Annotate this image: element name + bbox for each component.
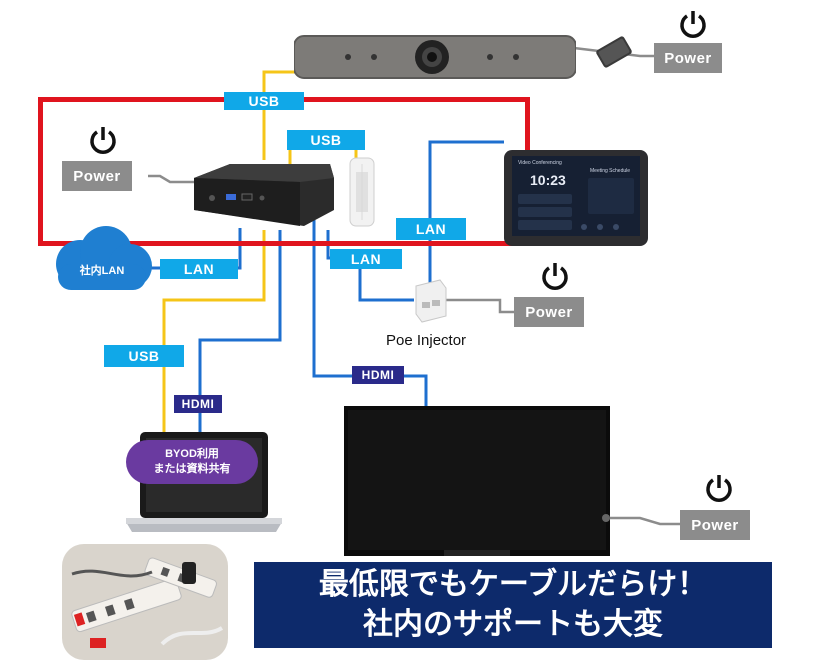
power-cable-pc <box>148 174 196 184</box>
lan-label-right: LAN <box>396 218 466 240</box>
usb-label-left: USB <box>104 345 184 367</box>
tablet-right-title: Meeting Schedule <box>590 168 631 174</box>
usb-cable-camera <box>262 70 296 160</box>
caption-line2: 社内のサポートも大変 <box>363 608 663 641</box>
power-cable-camera <box>573 46 654 58</box>
power-icon <box>90 127 116 154</box>
usb-label-top: USB <box>224 92 304 110</box>
power-icon <box>706 475 732 502</box>
monitor <box>344 406 610 558</box>
usb-label-mid: USB <box>287 130 365 150</box>
power-icon <box>680 11 706 38</box>
hdmi-label-tv: HDMI <box>352 366 404 384</box>
power-strip <box>62 544 228 660</box>
usb-cable-laptop <box>162 230 266 440</box>
power-cable-poe <box>446 298 514 314</box>
cloud-label: 社内LAN <box>79 265 125 277</box>
power-label-tv: Power <box>680 510 750 540</box>
power-cable-tv <box>608 516 680 526</box>
wireless-dongle <box>344 154 380 230</box>
poe-injector <box>410 276 450 324</box>
power-icon <box>542 263 568 290</box>
cloud <box>44 222 156 294</box>
byod-badge: BYOD利用 または資料共有 <box>126 440 258 484</box>
caption-banner: 最低限でもケーブルだらけ！ 社内のサポートも大変 <box>254 562 772 648</box>
lan-cable-tablet-poe <box>428 140 504 290</box>
tablet-title: Video Conferencing <box>518 160 562 166</box>
byod-line1: BYOD利用 <box>165 448 219 460</box>
power-label-poe: Power <box>514 297 584 327</box>
hdmi-cable-laptop <box>198 230 282 440</box>
touch-panel: Video Conferencing 10:23 Meeting Schedul… <box>504 150 648 246</box>
hdmi-label-laptop: HDMI <box>174 395 222 413</box>
byod-line2: または資料共有 <box>153 463 231 475</box>
camera-bar <box>293 34 577 80</box>
power-adapter-icon <box>588 30 640 74</box>
mini-pc <box>190 160 338 230</box>
caption-line1: 最低限でもケーブルだらけ！ <box>318 568 708 601</box>
lan-label-mid: LAN <box>330 249 402 269</box>
power-label-pc: Power <box>62 161 132 191</box>
poe-label: Poe Injector <box>386 332 467 349</box>
lan-label-cloud: LAN <box>160 259 238 279</box>
power-label-camera: Power <box>654 43 722 73</box>
tablet-time: 10:23 <box>530 172 566 188</box>
